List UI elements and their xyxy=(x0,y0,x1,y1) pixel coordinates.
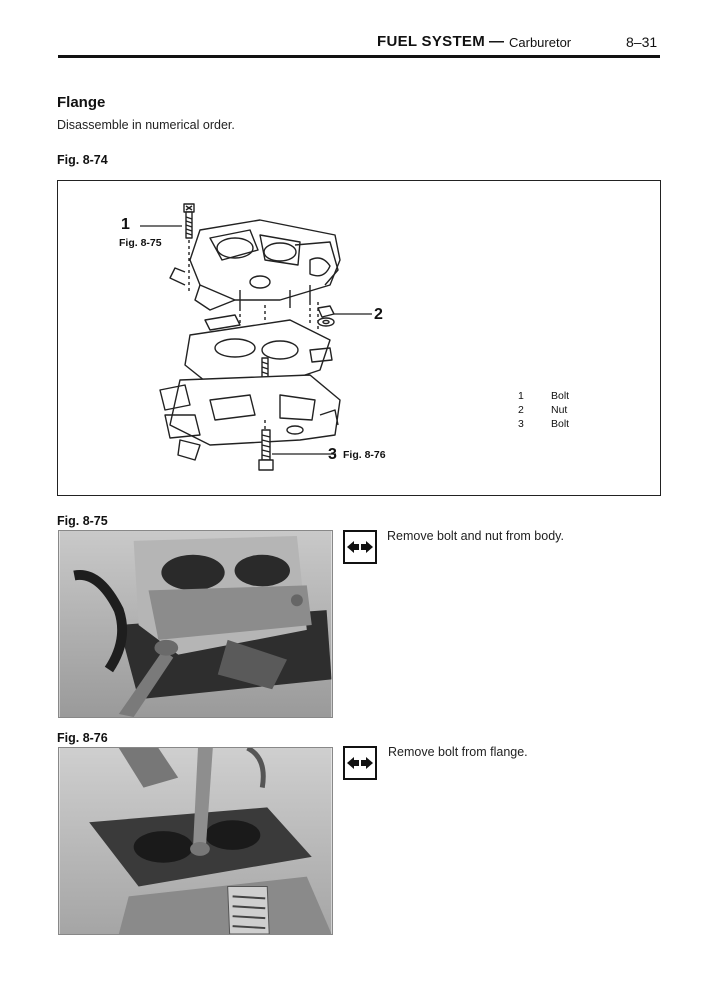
section-heading: Flange xyxy=(57,94,106,111)
legend-num-1: 1 xyxy=(518,390,524,402)
callout-1-number: 1 xyxy=(121,216,130,233)
photo-remove-bolt-flange xyxy=(58,747,333,935)
header-rule xyxy=(58,55,660,58)
section-title: FUEL SYSTEM xyxy=(377,33,486,50)
legend-part-1: Bolt xyxy=(551,390,570,402)
header-dash: — xyxy=(489,33,504,50)
instruction-text: Disassemble in numerical order. xyxy=(57,118,235,132)
legend-part-2: Nut xyxy=(551,404,568,416)
carburetor-exploded-drawing xyxy=(140,203,372,471)
subsection-title: Carburetor xyxy=(509,35,572,50)
callout-2-number: 2 xyxy=(374,306,383,323)
remove-arrows-icon xyxy=(343,746,377,780)
figure-label-74: Fig. 8-74 xyxy=(57,153,108,167)
legend-part-3: Bolt xyxy=(551,418,570,430)
figure-label-76: Fig. 8-76 xyxy=(57,731,108,745)
callout-1-reference: Fig. 8-75 xyxy=(119,237,162,249)
photo-remove-bolt-nut-body xyxy=(58,530,333,718)
page-number: 8–31 xyxy=(626,34,658,50)
callout-3-reference: Fig. 8-76 xyxy=(343,449,386,461)
bolt-3-drawing xyxy=(258,429,274,471)
instruction-fig-75: Remove bolt and nut from body. xyxy=(387,529,564,543)
figure-label-75: Fig. 8-75 xyxy=(57,514,108,528)
exploded-diagram-frame xyxy=(57,180,661,496)
legend-num-2: 2 xyxy=(518,404,524,416)
legend-num-3: 3 xyxy=(518,418,524,430)
bolt-1-drawing xyxy=(183,203,195,239)
remove-arrows-icon xyxy=(343,530,377,564)
nut-2-drawing xyxy=(317,305,335,327)
instruction-fig-76: Remove bolt from flange. xyxy=(388,745,528,759)
callout-3-number: 3 xyxy=(328,446,337,463)
